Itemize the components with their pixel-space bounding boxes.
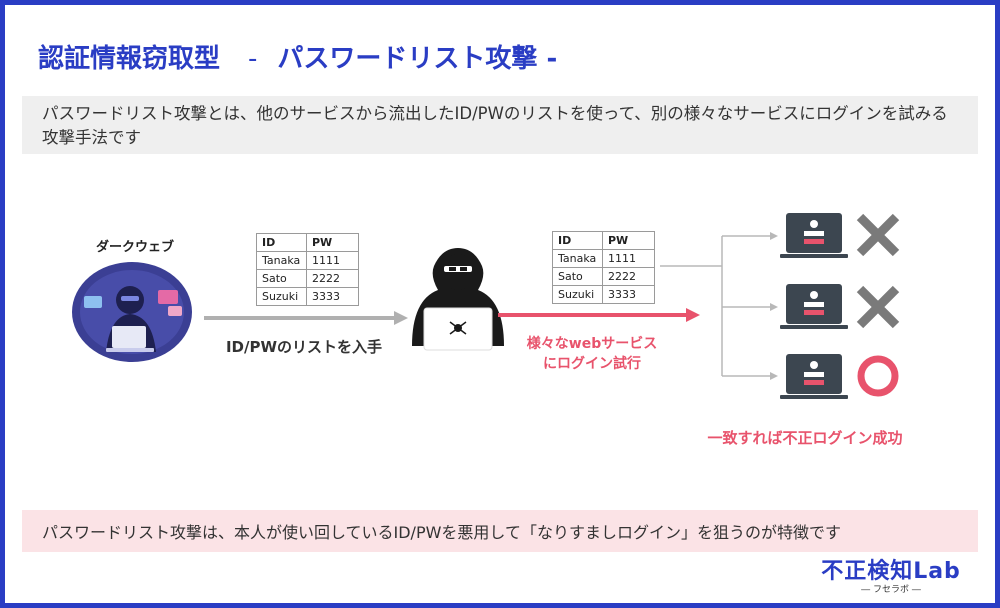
intro-box: パスワードリスト攻撃とは、他のサービスから流出したID/PWのリストを使って、別… [22, 96, 978, 154]
cell-pw: 1111 [306, 251, 359, 270]
table-row: Suzuki 3333 [256, 287, 359, 306]
hacker-icon [412, 248, 504, 351]
branch-connector [660, 232, 778, 380]
summary-note-text: パスワードリスト攻撃は、本人が使い回しているID/PWを悪用して「なりすましログ… [42, 523, 841, 542]
cross-icon [856, 213, 900, 257]
attacker-credentials-table: ID PW Tanaka 1111 Sato 2222 Suzuki 3333 [552, 231, 655, 304]
cell-id: Tanaka [256, 251, 307, 270]
intro-text: パスワードリスト攻撃とは、他のサービスから流出したID/PWのリストを使って、別… [42, 104, 948, 147]
cell-pw: 3333 [602, 285, 655, 304]
acquire-arrow [204, 311, 408, 325]
logo-sub-text: ― フセラボ ― [861, 585, 921, 595]
login-attempt-label: 様々なwebサービス にログイン試行 [504, 334, 680, 374]
acquire-label: ID/PWのリストを入手 [225, 338, 383, 356]
logo-main-text: 不正検知Lab [821, 559, 961, 584]
login-attempt-arrow [498, 308, 700, 322]
service-laptop-icon [780, 284, 848, 329]
cell-id: Suzuki [552, 285, 603, 304]
title-main: 認証情報窃取型 [38, 44, 221, 74]
success-label: 一致すれば不正ログイン成功 [707, 429, 903, 447]
table-row: Tanaka 1111 [552, 249, 655, 268]
summary-note: パスワードリスト攻撃は、本人が使い回しているID/PWを悪用して「なりすましログ… [22, 510, 978, 552]
title-separator: - [248, 44, 258, 74]
service-laptop-icon [780, 213, 848, 258]
service-laptop-icon [780, 354, 848, 399]
title-subtitle: パスワードリスト攻撃 - [277, 44, 558, 74]
cell-id: Sato [256, 269, 307, 288]
table-row: Suzuki 3333 [552, 285, 655, 304]
leaked-credentials-table: ID PW Tanaka 1111 Sato 2222 Suzuki 3333 [256, 233, 359, 306]
table-row: Sato 2222 [256, 269, 359, 288]
table-header-row: ID PW [256, 233, 359, 252]
circle-success-icon [857, 355, 899, 397]
cell-pw: 2222 [306, 269, 359, 288]
cross-icon [856, 285, 900, 329]
col-pw-header: PW [306, 233, 359, 252]
cell-pw: 3333 [306, 287, 359, 306]
cell-id: Suzuki [256, 287, 307, 306]
page-title: 認証情報窃取型-パスワードリスト攻撃 - [38, 38, 557, 75]
login-attempt-line1: 様々なwebサービス [526, 336, 658, 352]
darkweb-label: ダークウェブ [95, 240, 174, 255]
brand-logo: 不正検知Lab ― フセラボ ― [816, 560, 966, 596]
table-row: Tanaka 1111 [256, 251, 359, 270]
darkweb-hacker-illustration [72, 262, 192, 362]
login-attempt-line2: にログイン試行 [543, 356, 641, 372]
